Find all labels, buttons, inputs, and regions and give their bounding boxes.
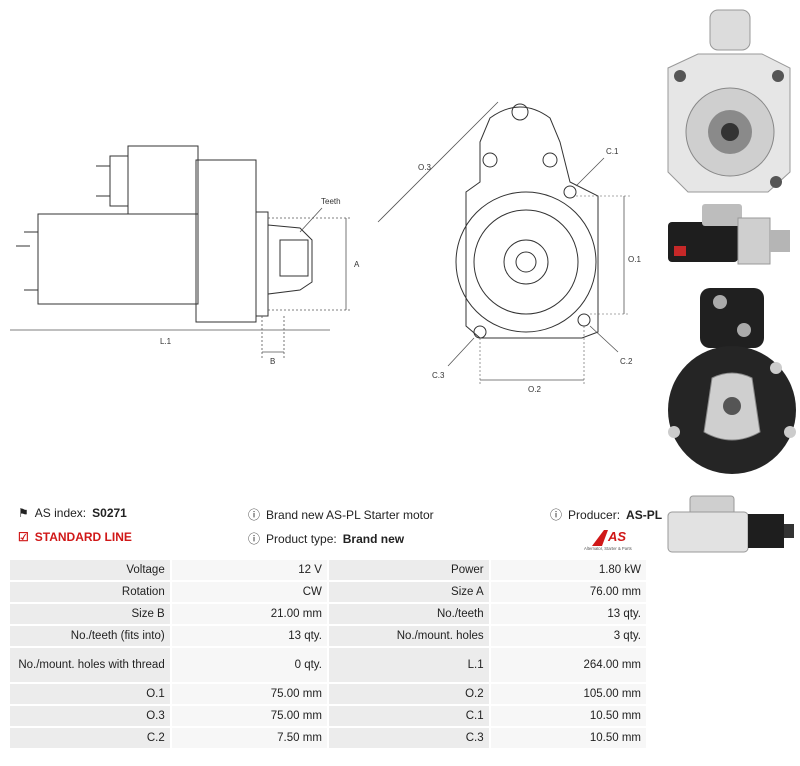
label-c3: C.3 [432, 371, 445, 380]
spec-value: 264.00 mm [490, 648, 646, 682]
label-b: B [270, 357, 275, 366]
spec-key: Power [328, 560, 489, 580]
spec-value: 12 V [171, 560, 327, 580]
spec-key: No./mount. holes [328, 626, 489, 646]
spec-value: 105.00 mm [490, 684, 646, 704]
spec-key: O.1 [10, 684, 170, 704]
spec-value: 75.00 mm [171, 706, 327, 726]
hole-c1 [563, 185, 577, 199]
spec-value: 10.50 mm [490, 706, 646, 726]
spec-value: 1.80 kW [490, 560, 646, 580]
label-o3: O.3 [418, 163, 431, 172]
as-pl-logo: AS Alternator, Starter & Parts [584, 529, 632, 551]
spec-value: 0 qty. [171, 648, 327, 682]
standard-line: ☑ STANDARD LINE [18, 530, 132, 544]
spec-value: CW [171, 582, 327, 602]
flange-outline [465, 106, 599, 339]
info-icon: ⓘ [550, 508, 563, 522]
spec-key: Voltage [10, 560, 170, 580]
spec-value: 13 qty. [171, 626, 327, 646]
motor-body-outline [37, 213, 199, 305]
product-photo-side-black [668, 204, 790, 265]
label-o2: O.2 [528, 385, 541, 394]
spec-key: L.1 [328, 648, 489, 682]
spec-key: C.3 [328, 728, 489, 748]
product-type: ⓘ Product type: Brand new [248, 531, 405, 547]
dim-o3-line [377, 101, 499, 223]
technical-drawing: Teeth A L.1 B O.3 C.1 O.1 C.2 C.3 O.2 [10, 101, 641, 394]
hole-c3 [473, 325, 487, 339]
spec-key: Size A [328, 582, 489, 602]
spec-key: No./mount. holes with thread [10, 648, 170, 682]
spec-row: No./teeth (fits into)13 qty.No./mount. h… [10, 626, 646, 646]
spec-key: O.2 [328, 684, 489, 704]
spec-value: 7.50 mm [171, 728, 327, 748]
spec-value: 76.00 mm [490, 582, 646, 602]
label-teeth: Teeth [321, 197, 341, 206]
spec-value: 10.50 mm [490, 728, 646, 748]
label-c1: C.1 [606, 147, 619, 156]
as-index-value: S0271 [92, 506, 127, 520]
product-photo-side-silver [667, 495, 794, 553]
spec-key: No./teeth (fits into) [10, 626, 170, 646]
solenoid-outline [127, 145, 199, 215]
svg-text:Alternator, Starter & Parts: Alternator, Starter & Parts [584, 546, 632, 551]
product-photo-rear-black [668, 288, 796, 474]
label-c2: C.2 [620, 357, 633, 366]
tag-icon: ⚑ [18, 506, 29, 520]
as-index: ⚑ AS index: S0271 [18, 506, 127, 520]
description: ⓘ Brand new AS-PL Starter motor [248, 507, 434, 523]
product-photo-front-silver [667, 9, 791, 193]
spec-key: Size B [10, 604, 170, 624]
label-l1: L.1 [160, 337, 172, 346]
hole-c2 [577, 313, 591, 327]
spec-key: Rotation [10, 582, 170, 602]
producer: ⓘ Producer: AS-PL [550, 507, 663, 523]
spec-value: 21.00 mm [171, 604, 327, 624]
info-icon: ⓘ [248, 532, 261, 546]
spec-value: 75.00 mm [171, 684, 327, 704]
spec-key: C.1 [328, 706, 489, 726]
checkbox-icon: ☑ [18, 530, 29, 544]
label-o1: O.1 [628, 255, 641, 264]
spec-key: No./teeth [328, 604, 489, 624]
svg-text:AS: AS [607, 529, 626, 544]
info-icon: ⓘ [248, 508, 261, 522]
spec-value: 3 qty. [490, 626, 646, 646]
spec-key: C.2 [10, 728, 170, 748]
spec-value: 13 qty. [490, 604, 646, 624]
label-a: A [354, 260, 360, 269]
spec-key: O.3 [10, 706, 170, 726]
